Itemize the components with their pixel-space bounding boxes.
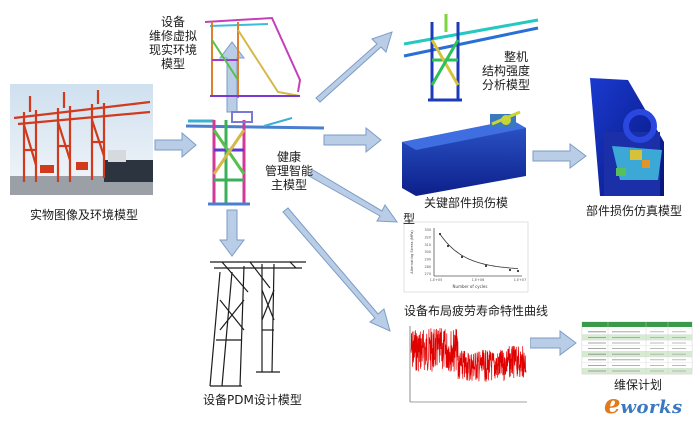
arrow-main-to-chart [308,169,399,223]
strength-crane-model [403,14,539,102]
label-fatigue-life-curve: 设备布局疲劳寿命特性曲线 [404,304,549,318]
fatigue-y-tick-label: 270 [425,272,431,276]
label-key-component-damage-model: 关键部件损伤模 [424,196,509,210]
fatigue-curve [438,232,520,273]
vr-crane-model [204,16,302,98]
arrow-main-to-pdm [219,209,245,257]
fatigue-y-label: Alternating Stress (MPa) [410,230,414,274]
fatigue-y-ticks: 330 320 310 300 290 280 270 [425,228,431,276]
fatigue-life-chart: 330 320 310 300 290 280 270 1.E+05 1.E+06 1.E+07… [403,221,529,293]
eworks-watermark: eworks [604,390,683,420]
maintenance-plan-table [581,321,693,375]
label-key-component-damage-model-suffix: 型 [403,212,416,226]
label-vr-line-2: 维修虚拟 [148,29,197,43]
arrow-main-to-strength [315,31,393,103]
table-rows [581,322,693,374]
sn-curve-point [460,255,464,259]
label-vr-line-4: 模型 [160,57,185,71]
arrow-keypart-to-sim [532,143,587,169]
fatigue-x-ticks: 1.E+05 1.E+06 1.E+07 [430,278,527,282]
label-health-line-1: 健康 [276,150,301,164]
fatigue-x-tick-label: 1.E+05 [430,278,443,282]
health-main-crane-model [185,111,325,206]
label-pdm-design-model: 设备PDM设计模型 [203,393,302,407]
arrow-signal-to-plan [529,330,577,356]
label-maintenance-vr-model: 设备 维修虚拟 现实环境 模型 [142,15,204,71]
fatigue-signal-plot [404,324,530,408]
arrows [154,31,587,356]
fatigue-y-tick-label: 300 [425,250,431,254]
arrow-photo-to-main [154,131,197,159]
arrow-main-to-keypart [323,126,382,154]
arrow-main-to-vr [219,41,245,113]
label-strength-line-3: 分析模型 [481,78,530,92]
signal-line [410,327,527,382]
fatigue-x-label: Number of cycles [453,284,488,289]
label-strength-line-2: 结构强度 [481,64,530,78]
sn-curve-point [484,264,488,268]
pdm-crane-wireframe [209,261,306,387]
key-component-beam-model [402,110,526,196]
label-physical-model: 实物图像及环境模型 [30,208,139,222]
fatigue-x-tick-label: 1.E+06 [472,278,485,282]
signal-trace [410,327,527,382]
sn-curve-line [439,233,519,269]
label-health-main-model: 健康 管理智能 主模型 [258,150,320,192]
fatigue-y-tick-label: 310 [425,243,431,247]
label-component-damage-sim-model: 部件损伤仿真模型 [586,204,683,218]
eworks-watermark-e: e [604,390,621,420]
label-overall-strength-model: 整机 结构强度 分析模型 [472,50,540,92]
label-vr-line-3: 现实环境 [148,43,197,57]
fatigue-y-tick-label: 280 [425,265,431,269]
fatigue-y-tick-label: 320 [425,236,431,240]
eworks-watermark-text: works [620,397,683,418]
damage-sim-model [590,78,664,196]
label-health-line-2: 管理智能 [264,164,313,178]
sn-curve-point [516,269,520,273]
label-maintenance-plan: 维保计划 [614,378,663,392]
port-photo [10,84,153,195]
label-strength-line-1: 整机 [503,50,528,64]
arrow-main-to-signal [282,207,391,332]
sn-curve-point [446,244,450,248]
sn-curve-point [508,268,512,272]
fatigue-y-tick-label: 330 [425,228,431,232]
fatigue-x-tick-label: 1.E+07 [514,278,527,282]
label-vr-line-1: 设备 [160,15,185,29]
label-health-line-3: 主模型 [270,178,307,192]
sn-curve-point [438,232,442,236]
fatigue-y-tick-label: 290 [425,258,431,262]
